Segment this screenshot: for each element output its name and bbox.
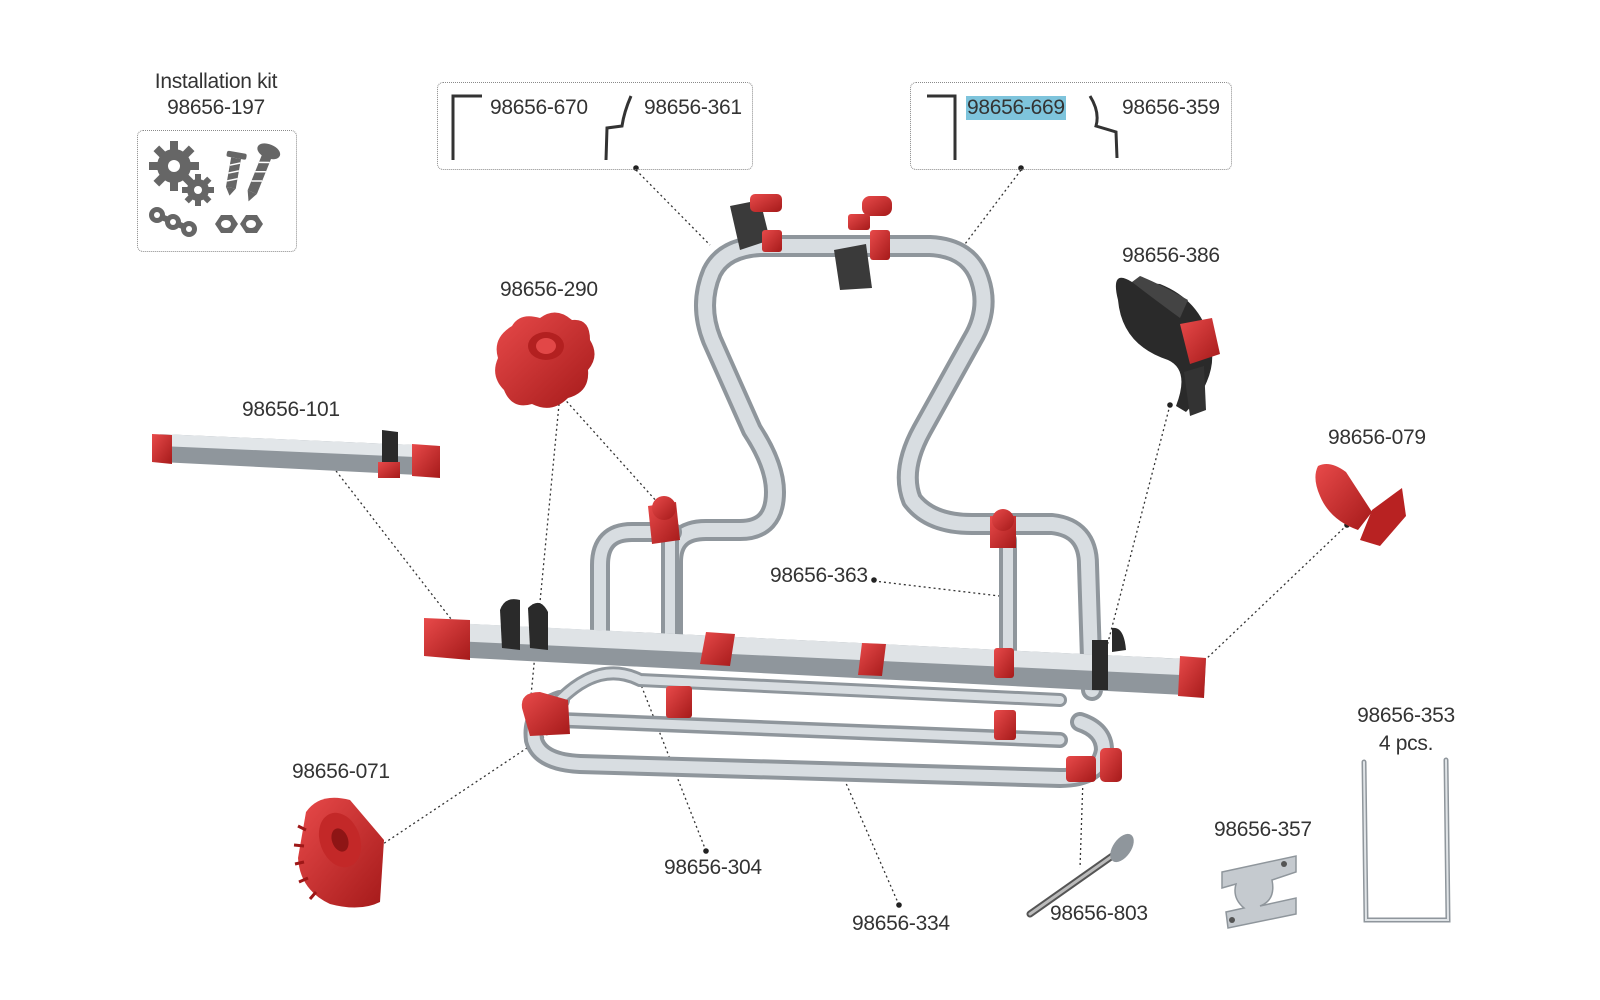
part-label-363: 98656-363 (770, 564, 868, 587)
part-label-101: 98656-101 (242, 398, 340, 421)
part-label-353: 98656-353 (1357, 704, 1455, 727)
gear-icon (149, 141, 199, 191)
part-label-361: 98656-361 (644, 96, 742, 119)
bolt-803 (1026, 833, 1134, 918)
part-label-334: 98656-334 (852, 912, 950, 935)
screw-icon (225, 150, 247, 196)
part-label-357: 98656-357 (1214, 818, 1312, 841)
part-label-197: 98656-197 (167, 96, 265, 119)
cradle-071 (293, 797, 384, 908)
part-label-386: 98656-386 (1122, 244, 1220, 267)
part-label-079: 98656-079 (1328, 426, 1426, 449)
hook-profile-361 (604, 95, 633, 161)
hook-box-left (437, 82, 753, 170)
hook-profile-359 (1088, 95, 1119, 159)
part-label-071: 98656-071 (292, 760, 390, 783)
top-bike-holders (730, 194, 892, 290)
upper-arch-frame (590, 235, 1103, 701)
installation-kit-box (137, 130, 297, 252)
part-label-359: 98656-359 (1122, 96, 1220, 119)
rail-101 (152, 430, 440, 478)
rail-clamps (500, 599, 1126, 690)
part-label-353-quantity: 4 pcs. (1378, 732, 1434, 755)
part-label-304: 98656-304 (664, 856, 762, 879)
gear-icon (182, 174, 214, 206)
frame-knobs (521, 496, 1122, 782)
part-label-803: 98656-803 (1050, 902, 1148, 925)
part-label-669: 98656-669 (966, 96, 1066, 120)
holder-079 (1315, 464, 1406, 546)
chain-link-icon (149, 207, 197, 237)
part-label-290: 98656-290 (500, 278, 598, 301)
screw-icon (247, 143, 281, 202)
strap-386 (1115, 276, 1220, 416)
part-label-670: 98656-670 (490, 96, 588, 119)
hook-box-right (910, 82, 1232, 170)
knob-290 (495, 312, 595, 408)
installation-kit-icons (149, 141, 281, 237)
lower-frame (523, 666, 1115, 789)
hook-profile-669 (927, 94, 957, 160)
bracket-357 (1221, 855, 1297, 929)
hook-profile-670 (451, 94, 482, 160)
u-bolt-353 (1361, 757, 1451, 923)
installation-kit-title: Installation kit (154, 70, 278, 93)
nut-icon (215, 215, 263, 233)
